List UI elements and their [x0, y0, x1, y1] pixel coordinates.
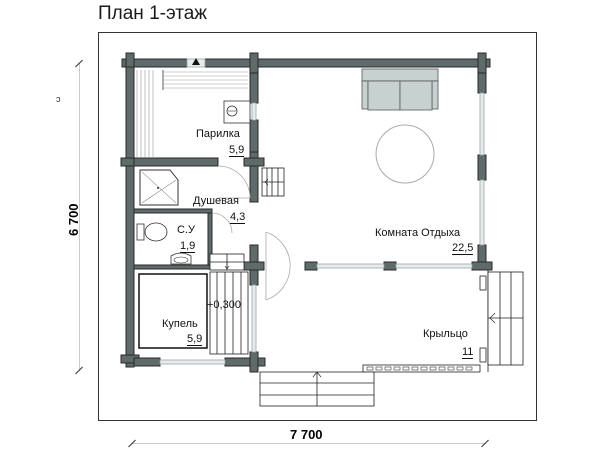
room-area-steam-room: 5,9	[229, 144, 245, 157]
room-label-wc: С.У	[177, 224, 195, 236]
sofa-icon	[361, 68, 439, 111]
frame-bottom-border	[98, 420, 537, 421]
north-mark-icon: ͻ	[56, 94, 61, 104]
room-label-plunge-pool: Купель	[162, 318, 198, 330]
frame-right-border	[536, 32, 537, 421]
room-area-lounge: 22,5	[452, 242, 474, 255]
room-label-porch: Крыльцо	[423, 328, 468, 340]
plan-title: План 1-этаж	[98, 3, 208, 24]
vent-icon	[192, 58, 200, 65]
frame-top-border	[98, 32, 537, 33]
frame-left-border	[98, 32, 99, 421]
room-label-shower: Душевая	[193, 195, 239, 207]
round-table-icon	[375, 124, 435, 184]
width-dimension-line	[131, 443, 485, 444]
height-dimension-line	[79, 63, 80, 371]
level-mark: +0,300	[207, 299, 241, 311]
room-area-wc: 1,9	[180, 240, 196, 253]
room-area-porch: 11	[462, 346, 474, 359]
room-area-shower: 4,3	[230, 211, 246, 224]
room-area-plunge-pool: 5,9	[187, 333, 203, 346]
room-label-steam-room: Парилка	[196, 128, 240, 140]
room-label-lounge: Комната Отдыха	[375, 227, 461, 239]
width-dimension-label: 7 700	[290, 427, 323, 442]
